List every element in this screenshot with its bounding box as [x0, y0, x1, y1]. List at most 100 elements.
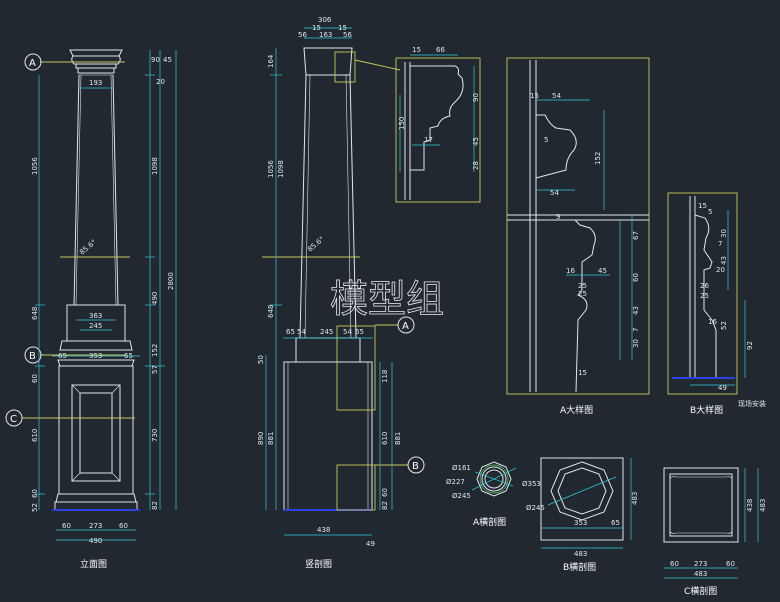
svg-text:25: 25	[700, 292, 709, 300]
svg-text:Ø227: Ø227	[446, 478, 465, 486]
dim-1098: 1098	[151, 157, 159, 175]
svg-text:66: 66	[436, 46, 445, 54]
detail-b-frame	[667, 192, 738, 395]
svg-text:9: 9	[556, 213, 560, 221]
svg-text:50: 50	[257, 355, 265, 364]
section-a-outer	[476, 461, 512, 497]
pedestal-panel-inner	[79, 392, 113, 474]
field-install-note: 现场安装	[738, 399, 766, 408]
svg-text:54: 54	[552, 92, 561, 100]
marker-b	[24, 346, 42, 364]
dim-648: 648	[31, 307, 39, 320]
svg-text:438: 438	[746, 499, 754, 512]
dim-353: 353	[89, 352, 102, 360]
capital-abacus	[75, 63, 117, 69]
svg-text:92: 92	[746, 341, 754, 350]
svg-text:Ø245: Ø245	[526, 504, 545, 512]
svg-text:273: 273	[694, 560, 707, 568]
svg-text:60: 60	[670, 560, 679, 568]
svg-text:16: 16	[566, 267, 575, 275]
svg-text:60: 60	[632, 273, 640, 282]
marker-a	[24, 53, 42, 71]
dim-164: 164	[267, 54, 275, 68]
svg-text:30: 30	[632, 339, 640, 348]
dim-65-left: 65	[58, 352, 67, 360]
pedestal-plinth	[55, 493, 137, 503]
dim-45: 45	[163, 56, 172, 64]
marker-b-label: B	[29, 351, 36, 362]
svg-text:A: A	[402, 321, 409, 332]
svg-text:7: 7	[718, 240, 722, 248]
section-marker-a	[397, 316, 415, 334]
caption-vertical-section: 竖剖图	[305, 558, 332, 570]
svg-text:56: 56	[343, 31, 352, 39]
svg-text:54: 54	[343, 328, 352, 336]
svg-text:20: 20	[716, 266, 725, 274]
caption-section-c: C横剖图	[684, 585, 717, 597]
section-marker-b	[407, 456, 425, 474]
svg-text:43: 43	[720, 256, 728, 265]
detail-b-view: 15 5 30 7 43 20 26 25 52 92 49 16 B大样图 现…	[667, 192, 766, 416]
svg-text:43: 43	[632, 306, 640, 315]
dim-base-60-left: 60	[62, 522, 71, 530]
watermark: 模型组	[330, 277, 444, 321]
svg-text:1098: 1098	[277, 160, 285, 178]
svg-text:17: 17	[424, 136, 433, 144]
dim-65-right: 65	[124, 352, 133, 360]
detail-a-upper-profile	[535, 114, 577, 179]
dim-152: 152	[151, 344, 159, 357]
svg-text:26: 26	[700, 282, 709, 290]
capital-profile	[410, 65, 464, 171]
dim-193: 193	[89, 79, 102, 87]
detail-a-view: 15 54 152 54 9 67 5 16 45 60 25 43 7 30 …	[506, 57, 650, 416]
caption-section-a: A横剖图	[473, 516, 506, 528]
detail-a-frame	[506, 57, 650, 395]
marker-c	[5, 409, 23, 427]
dim-angle: 85.6°	[78, 238, 98, 256]
svg-text:82: 82	[381, 501, 389, 510]
vertical-section-view: A B 306 56 15 163 15 56 164 1056 1098 85…	[257, 16, 425, 570]
svg-text:16: 16	[708, 318, 717, 326]
svg-text:90: 90	[472, 93, 480, 102]
svg-text:15: 15	[578, 369, 587, 377]
svg-text:483: 483	[631, 492, 639, 505]
svg-text:52: 52	[720, 321, 728, 330]
svg-text:Ø353: Ø353	[522, 480, 541, 488]
svg-text:85.6°: 85.6°	[306, 235, 326, 253]
caption-detail-b: B大样图	[690, 404, 723, 416]
svg-text:15: 15	[412, 46, 421, 54]
dim-610: 610	[31, 429, 39, 442]
base-cornice	[59, 340, 133, 351]
svg-text:353: 353	[574, 519, 587, 527]
dim-245: 245	[89, 322, 102, 330]
svg-text:54: 54	[297, 328, 306, 336]
detail-b-profile	[694, 214, 717, 378]
svg-text:483: 483	[574, 550, 587, 558]
section-dimension-lines	[265, 27, 393, 536]
elevation-view: A B C 193 90 45 20 1056 1098 85.6° 363 2…	[5, 49, 177, 570]
caption-detail-a: A大样图	[560, 404, 593, 416]
svg-text:15: 15	[530, 92, 539, 100]
svg-text:Ø245: Ø245	[452, 492, 471, 500]
svg-text:49: 49	[718, 384, 727, 392]
svg-text:5: 5	[544, 136, 548, 144]
dim-490: 490	[151, 292, 159, 305]
dim-273: 273	[89, 522, 102, 530]
dim-57: 57	[151, 365, 159, 374]
svg-text:65: 65	[355, 328, 364, 336]
dim-20: 20	[156, 78, 165, 86]
svg-text:648: 648	[267, 305, 275, 318]
detail-box-a	[336, 325, 376, 411]
svg-text:610: 610	[381, 432, 389, 445]
svg-text:Ø161: Ø161	[452, 464, 471, 472]
section-b-square	[540, 457, 624, 541]
detail-box-top	[334, 51, 356, 83]
svg-text:483: 483	[759, 499, 767, 512]
dim-1056: 1056	[31, 157, 39, 175]
section-c-view: 438 483 60 273 60 483 C横剖图	[663, 467, 767, 597]
section-b-view: Ø353 Ø245 353 65 483 483 B横剖图	[522, 457, 639, 573]
svg-text:25: 25	[578, 290, 587, 298]
svg-text:45: 45	[472, 137, 480, 146]
svg-text:65: 65	[286, 328, 295, 336]
